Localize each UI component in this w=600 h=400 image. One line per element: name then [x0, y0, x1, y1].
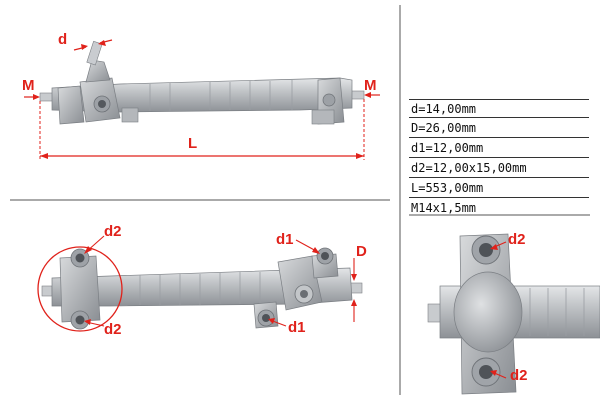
spec-row-d2: d2=12,00x15,00mm [409, 159, 589, 178]
bottom-dimension-marks [37, 235, 357, 332]
top-rack-view [39, 40, 365, 125]
label-d2-end-bottom: d2 [510, 367, 528, 384]
top-dimension-lines [24, 39, 380, 160]
spec-row-d: d=14,00mm [409, 99, 589, 118]
spec-row-L: L=553,00mm [409, 179, 589, 198]
end-view-marks [490, 241, 507, 379]
spec-row-D: D=26,00mm [409, 119, 589, 138]
label-l-length: L [188, 135, 198, 152]
label-d2-bottom-left: d2 [104, 321, 122, 338]
layout-dividers [10, 5, 590, 395]
label-m-left: M [22, 77, 35, 94]
label-m-right: M [364, 77, 377, 94]
end-view-detail [427, 233, 600, 395]
label-d1-bottom: d1 [288, 319, 306, 336]
label-d1-top: d1 [276, 231, 294, 248]
label-D-diameter: D [356, 243, 367, 260]
label-d2-top-left: d2 [104, 223, 122, 240]
spec-row-d1: d1=12,00mm [409, 139, 589, 158]
label-d2-end-top: d2 [508, 231, 526, 248]
label-d-shaft: d [58, 31, 68, 48]
spec-row-M: M14x1,5mm [411, 201, 477, 215]
bottom-rack-view [41, 247, 363, 330]
